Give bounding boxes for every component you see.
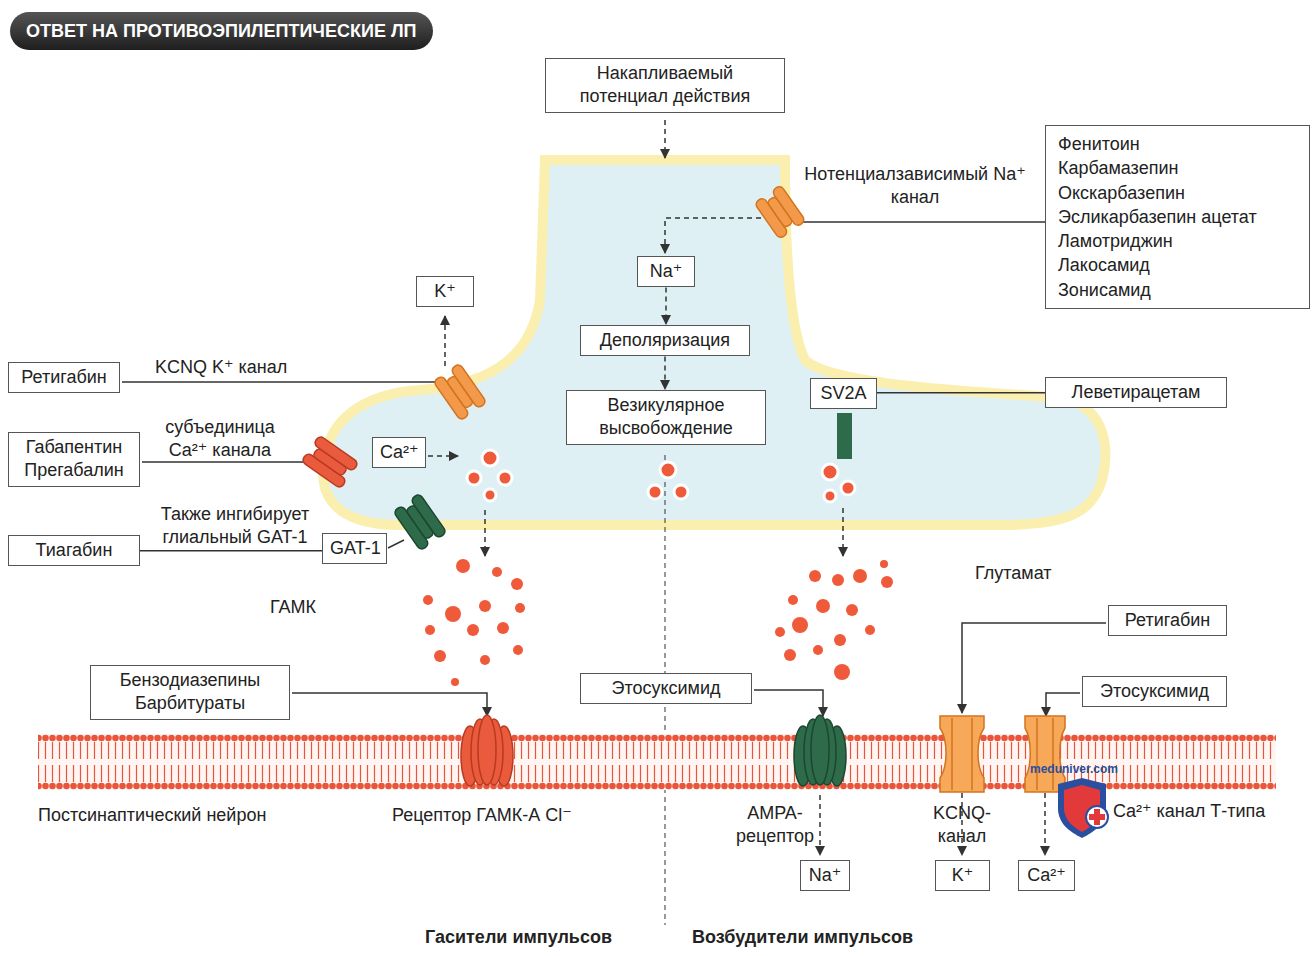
label: KCNQ K⁺ канал (155, 356, 287, 379)
text-box: Na⁺ (800, 860, 850, 891)
box-text: Накапливаемый потенциал действия (553, 62, 777, 109)
text-box: Тиагабин (8, 535, 140, 566)
text-box: Ca²⁺ (372, 437, 426, 468)
box-text: Этосуксимид (588, 677, 744, 700)
box-text: Ретигабин (16, 366, 112, 389)
box-text: Na⁺ (808, 864, 842, 887)
box-text: Лакосамид (1058, 253, 1297, 277)
text-box: Этосуксимид (1082, 676, 1227, 707)
gaba-molecules (423, 559, 525, 686)
box-text: Бензодиазепины (98, 669, 282, 692)
text-box: GAT-1 (322, 533, 387, 564)
label: AMPA-рецептор (725, 802, 825, 849)
box-text: Прегабалин (16, 459, 132, 482)
text-box: Na⁺ (637, 256, 695, 287)
connector (877, 392, 1045, 394)
connector (665, 287, 667, 324)
text-box: Ретигабин (8, 362, 120, 393)
na-channel (754, 185, 805, 239)
label: Рецептор ГАМК-А Cl⁻ (392, 804, 572, 827)
gaba-a-receptor (461, 715, 513, 786)
kcnq-channel (940, 716, 984, 792)
box-text: Фенитоин (1058, 132, 1297, 156)
box-text: SV2A (818, 382, 869, 405)
box-text: K⁺ (424, 280, 466, 303)
label: Ca²⁺ канал Т-типа (1113, 800, 1265, 823)
label: Постсинаптический нейрон (38, 804, 266, 827)
ca-t-channel (1025, 716, 1065, 792)
text-box: K⁺ (935, 860, 990, 891)
title-pill: ОТВЕТ НА ПРОТИВОЭПИЛЕПТИЧЕСКИЕ ЛП (10, 12, 433, 50)
box-text: Леветирацетам (1053, 381, 1219, 404)
text-box: ГабапентинПрегабалин (8, 432, 140, 487)
box-text: Деполяризация (588, 329, 742, 352)
gat1-transporter (393, 493, 447, 551)
box-text: Тиагабин (16, 539, 132, 562)
box-text: Барбитураты (98, 692, 282, 715)
box-text: K⁺ (943, 864, 982, 887)
box-text: Габапентин (16, 436, 132, 459)
box-text: Ca²⁺ (1026, 864, 1067, 887)
text-box: Этосуксимид (580, 673, 752, 704)
leader-lines (122, 120, 1106, 925)
box-text: Эсликарбазепин ацетат (1058, 205, 1297, 229)
text-box: Везикулярное высвобождение (566, 390, 766, 445)
box-text: Ламотриджин (1058, 229, 1297, 253)
text-box: K⁺ (416, 276, 474, 307)
box-text: Ca²⁺ (380, 441, 418, 464)
box-text: GAT-1 (330, 537, 379, 560)
ca-channel (301, 435, 359, 489)
glutamate-molecules (775, 560, 893, 680)
text-box: Накапливаемый потенциал действия (545, 58, 785, 113)
connector (140, 550, 322, 552)
box-text: Зонисамид (1058, 278, 1297, 302)
label: meduniver.com (1030, 762, 1118, 778)
text-box: Ретигабин (1108, 605, 1227, 636)
text-box: Деполяризация (580, 325, 750, 356)
box-text: Везикулярное высвобождение (574, 394, 758, 441)
label: Нотенциалзависимый Na⁺ канал (800, 163, 1030, 210)
text-box: БензодиазепиныБарбитураты (90, 665, 290, 720)
ampa-receptor (794, 715, 846, 786)
label: субъединица Ca²⁺ канала (150, 416, 290, 463)
text-box: Леветирацетам (1045, 377, 1227, 408)
label: Глутамат (975, 562, 1052, 585)
box-text: Na⁺ (645, 260, 687, 283)
label: KCNQ-канал (922, 802, 1002, 849)
box-text: Этосуксимид (1090, 680, 1219, 703)
box-text: Окскарбазепин (1058, 181, 1297, 205)
sv2a-protein (837, 413, 852, 459)
connector (664, 356, 666, 389)
box-text: Ретигабин (1116, 609, 1219, 632)
watermark-logo (1058, 778, 1108, 838)
label: Возбудители импульсов (692, 926, 913, 949)
label: ГАМК (270, 596, 316, 619)
presynaptic-terminal (323, 160, 1105, 525)
label: Также ингибирует глиальный GAT-1 (140, 503, 330, 550)
text-box: SV2A (810, 378, 877, 409)
text-box: ФенитоинКарбамазепинОкскарбазепинЭсликар… (1045, 125, 1310, 309)
vesicles (467, 450, 855, 502)
label: Гасители импульсов (425, 926, 612, 949)
box-text: Карбамазепин (1058, 156, 1297, 180)
kcnq-channel (433, 363, 487, 421)
text-box: Ca²⁺ (1018, 860, 1075, 891)
